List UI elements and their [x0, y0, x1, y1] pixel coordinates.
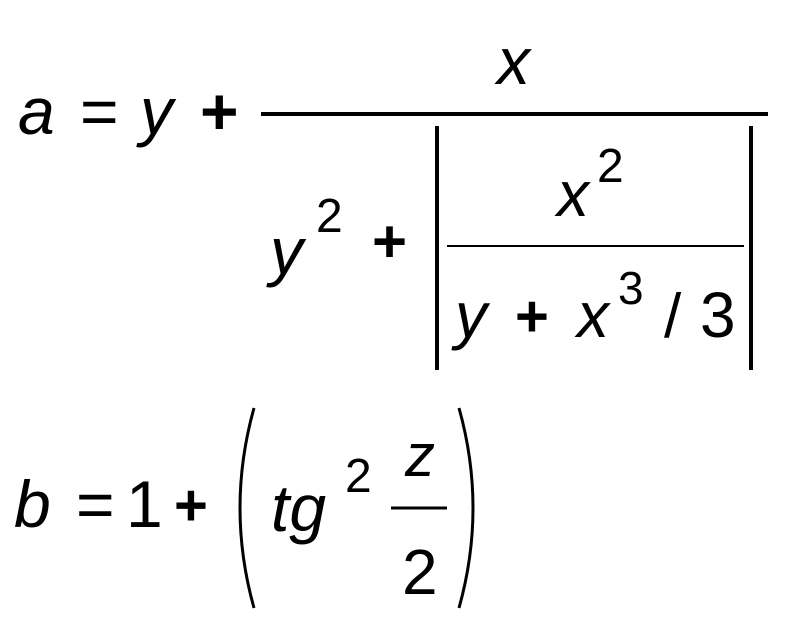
digit-three: 3 — [700, 279, 736, 351]
plus-sign: + — [200, 74, 239, 148]
tangent-exponent: 2 — [345, 450, 372, 503]
equals-sign: = — [80, 74, 119, 148]
numerator-x: x — [494, 24, 532, 98]
paren-right — [457, 407, 475, 609]
inner-numerator-exponent: 2 — [597, 140, 624, 193]
fraction-numerator-z: z — [404, 422, 435, 489]
exponent-2: 2 — [316, 190, 343, 243]
paren-left — [238, 407, 256, 609]
inner-denominator-y: y — [451, 279, 491, 351]
slash: / — [664, 282, 682, 351]
plus-sign: + — [174, 473, 208, 538]
inner-denominator-x: x — [574, 279, 611, 351]
plus-sign: + — [515, 284, 549, 349]
denominator-y: y — [266, 214, 307, 288]
equals-sign: = — [76, 467, 115, 541]
digit-one: 1 — [126, 467, 163, 541]
fraction-denominator-2: 2 — [402, 536, 438, 608]
formula-b: b = 1 + tg 2 z 2 — [14, 407, 475, 609]
formula-a: a = y + x y 2 + x 2 y + x 3 / 3 — [18, 24, 768, 370]
variable-a: a — [18, 74, 55, 148]
inner-numerator-x: x — [554, 158, 591, 230]
inner-denominator-exponent: 3 — [618, 262, 644, 314]
tangent-function: tg — [271, 471, 326, 545]
variable-y: y — [136, 74, 177, 148]
variable-b: b — [14, 467, 51, 541]
plus-sign: + — [372, 208, 407, 275]
